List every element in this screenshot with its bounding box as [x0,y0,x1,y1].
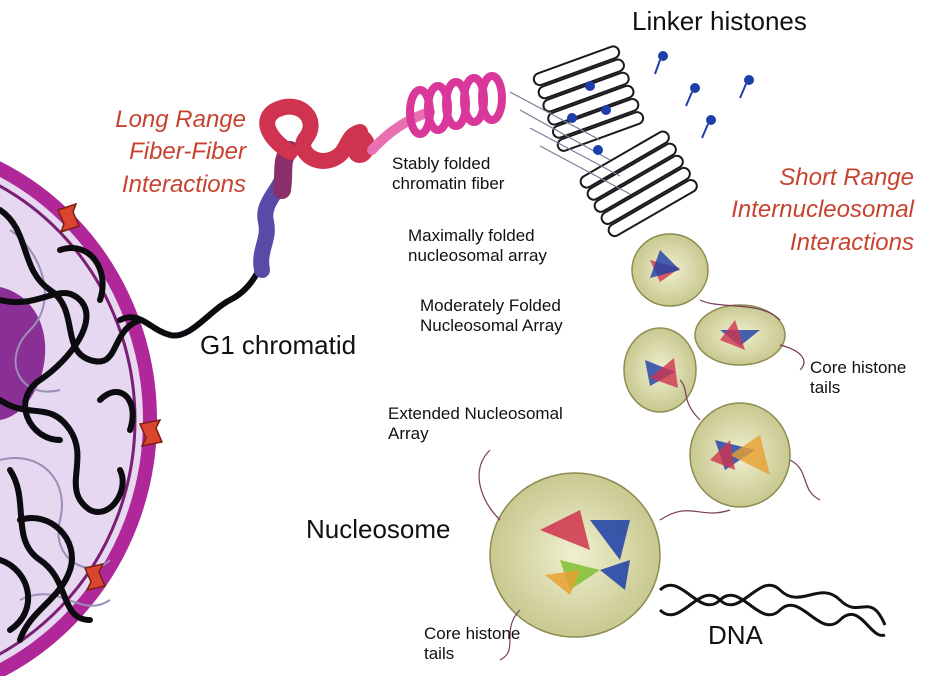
core-histone-tails-bottom-label: Core histone tails [424,624,520,665]
stack-linkers [509,91,631,195]
extended-array-line-2: Array [388,424,429,444]
dna-label: DNA [708,620,763,650]
maximally-folded-line-1: Maximally folded [408,226,535,245]
nucleosome-stack [532,45,698,238]
core-histone-tails-right-line-2: tails [810,378,841,398]
dna-helix [658,583,887,637]
stably-folded-label: Stably folded chromatin fiber [392,154,504,195]
nucleus [0,161,164,676]
short-range-line-2: Internucleosomal [731,196,914,224]
linker-histones [567,51,754,155]
folded-fiber [253,72,506,278]
long-range-label: Long Range Fiber-Fiber Interactions [115,104,246,201]
nucleosome-label: Nucleosome [306,514,451,544]
g1-chromatid-label: G1 chromatid [200,330,357,360]
stably-folded-line-1: Stably folded [392,154,491,173]
short-range-line-3: Interactions [789,228,914,256]
maximally-folded-label: Maximally folded nucleosomal array [408,226,547,267]
chromatin-strands [0,207,143,643]
long-range-line-3: Interactions [121,170,246,198]
long-range-line-2: Fiber-Fiber [129,138,246,166]
short-range-label: Short Range Internucleosomal Interaction… [731,162,914,259]
extended-array-label: Extended Nucleosomal Array [388,404,563,445]
g1-chromatid-strand [117,252,268,339]
nuclear-pores [56,202,164,592]
nucleosomal-arrays [489,233,791,638]
moderately-folded-line-2: Nucleosomal Array [420,316,563,336]
core-histone-tails-bottom-line-2: tails [424,644,455,664]
core-histone-tails-right-line-1: Core histone [810,358,907,377]
moderately-folded-line-1: Moderately Folded [420,296,561,315]
core-histone-tails-bottom-line-1: Core histone [424,624,521,643]
core-histone-tails-right-label: Core histone tails [810,358,906,399]
stably-folded-line-2: chromatin fiber [392,174,505,194]
maximally-folded-line-2: nucleosomal array [408,246,547,266]
short-range-line-1: Short Range [779,164,914,191]
long-range-line-1: Long Range [115,106,246,133]
nucleosome-cores [540,250,770,595]
histone-tails [478,299,821,661]
linker-histones-label: Linker histones [632,6,807,36]
extended-array-line-1: Extended Nucleosomal [388,404,563,423]
moderately-folded-label: Moderately Folded Nucleosomal Array [420,296,563,337]
